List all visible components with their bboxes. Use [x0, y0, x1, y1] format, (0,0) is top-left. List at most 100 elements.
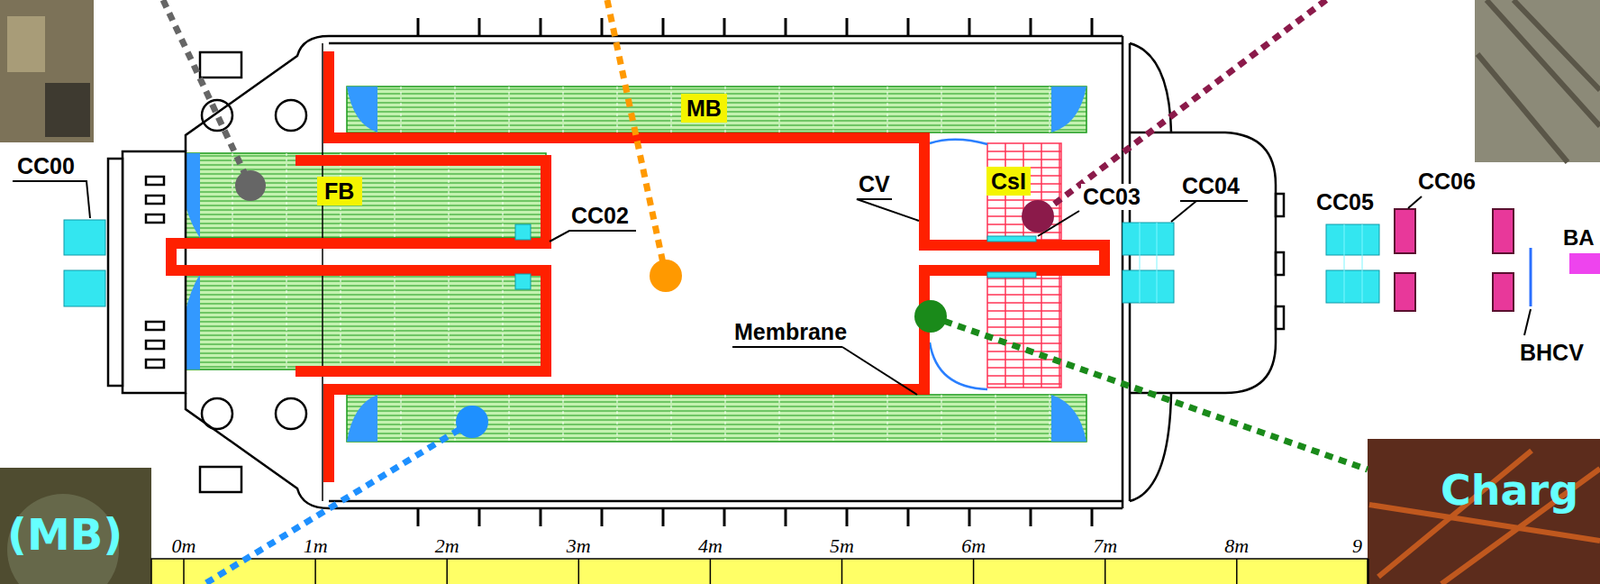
collar-counter — [63, 219, 106, 255]
photo-pointer — [1037, 0, 1327, 217]
light-guide — [346, 394, 378, 442]
scintillator-band — [448, 273, 450, 370]
scintillator-band — [178, 280, 546, 282]
component-label: CC04 — [1180, 172, 1242, 200]
scintillator-band — [178, 275, 546, 277]
scintillator-band — [346, 409, 1087, 411]
scale-bar — [972, 558, 975, 584]
light-guide — [1051, 394, 1087, 442]
scintillator-band — [346, 405, 1087, 407]
photo-pointer — [607, 0, 666, 276]
vessel-outline — [1275, 193, 1284, 217]
collar-counter — [1326, 224, 1380, 255]
scintillator-band — [178, 316, 546, 318]
vessel-outline — [1275, 306, 1284, 329]
scale-bar — [1236, 558, 1238, 584]
scintillator-band — [995, 86, 997, 133]
photo-inset — [7, 16, 46, 73]
vessel-rib — [600, 508, 604, 527]
vessel-rib — [968, 18, 972, 37]
vessel-outline — [145, 359, 164, 368]
scintillator-band — [502, 273, 504, 370]
scintillator-band — [178, 195, 546, 197]
vessel-outline — [201, 398, 233, 429]
leader-line — [842, 346, 918, 395]
vessel-rib — [723, 508, 727, 527]
scintillator-band — [178, 302, 546, 304]
csi-calorimeter — [987, 366, 1062, 369]
vessel-outline — [1129, 132, 1276, 393]
component-label: BHCV — [1518, 339, 1586, 366]
membrane-curve — [929, 139, 988, 390]
scintillator-band — [178, 181, 546, 183]
scintillator-band — [779, 86, 781, 133]
scale-label: 7m — [1090, 534, 1119, 557]
scale-label: 9 — [1350, 534, 1364, 557]
vessel-rib — [600, 18, 604, 37]
scintillator-band — [178, 361, 546, 363]
photo-pointer — [163, 0, 251, 186]
csi-calorimeter — [987, 285, 1062, 288]
scintillator-band — [887, 86, 889, 133]
photo-marker — [649, 259, 682, 292]
vessel-rib — [907, 508, 910, 527]
scintillator-band — [346, 396, 1087, 398]
scintillator-band — [346, 128, 1087, 130]
scintillator-band — [346, 124, 1087, 126]
light-guide — [346, 86, 378, 133]
scale-bar — [841, 558, 844, 584]
scale-label: 8m — [1222, 534, 1251, 557]
detector-label: MB — [681, 93, 728, 123]
charged-veto — [171, 51, 1105, 482]
scintillator-band — [833, 394, 835, 442]
csi-calorimeter — [987, 350, 1062, 353]
scintillator-band — [178, 231, 546, 233]
scale-label: 5m — [827, 534, 856, 557]
scintillator-band — [340, 273, 342, 370]
vessel-rib — [845, 508, 849, 527]
collar-counter — [1122, 270, 1174, 303]
leader-line — [549, 230, 637, 242]
vessel-rib — [1029, 508, 1033, 527]
scale-label: 3m — [564, 534, 593, 557]
scintillator-band — [178, 329, 546, 331]
scintillator-band — [941, 394, 943, 442]
vessel-rib — [968, 508, 972, 527]
downstream-counter — [1492, 272, 1514, 311]
scintillator-band — [178, 153, 546, 238]
scintillator-band — [178, 200, 546, 201]
csi-calorimeter — [987, 231, 1062, 234]
scintillator-band — [286, 153, 288, 238]
scintillator-band — [178, 204, 546, 206]
scintillator-band — [232, 273, 234, 370]
scintillator-band — [887, 394, 889, 442]
scale-bar — [445, 558, 448, 584]
collar-counter — [987, 236, 1037, 242]
vessel-outline — [200, 52, 242, 78]
scintillator-band — [178, 343, 546, 345]
collar-counter — [63, 270, 106, 307]
scintillator-band — [346, 394, 1087, 442]
scintillator-band — [178, 213, 546, 215]
csi-calorimeter — [1058, 143, 1061, 240]
leader-line — [1524, 309, 1531, 336]
scintillator-band — [725, 394, 727, 442]
scintillator-band — [779, 394, 781, 442]
scintillator-band — [346, 400, 1087, 402]
scintillator-band — [833, 86, 835, 133]
csi-calorimeter — [987, 309, 1062, 312]
leader-line — [12, 181, 91, 219]
scale-bar — [578, 558, 581, 584]
downstream-counter — [1569, 253, 1600, 274]
csi-calorimeter — [987, 318, 1062, 320]
scintillator-band — [1049, 86, 1051, 133]
photo-pointer — [204, 421, 473, 584]
scintillator-band — [178, 236, 546, 237]
scintillator-band — [178, 356, 546, 358]
collar-counter — [1326, 270, 1380, 303]
scale-bar — [314, 558, 317, 584]
scintillator-band — [995, 394, 997, 442]
photo-caption: Charg — [1438, 466, 1581, 515]
scintillator-band — [502, 153, 504, 238]
